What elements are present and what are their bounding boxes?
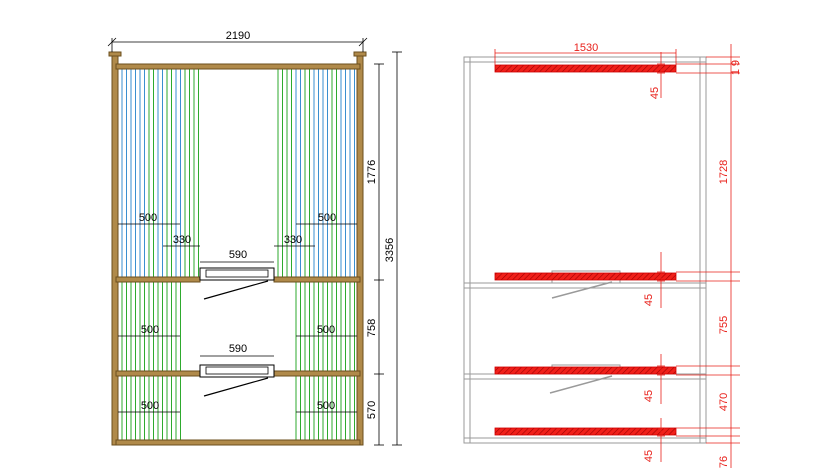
upper-right-width-label: 500 [318, 212, 336, 224]
middle-right-width-label: 500 [317, 324, 335, 336]
lower-right-batten-2 [304, 375, 310, 441]
right-upper-door-swing [551, 281, 613, 299]
upper-left-batten-3 [139, 68, 145, 278]
middle-door-swing [203, 377, 269, 397]
left-post [111, 51, 119, 446]
overall-height-label: 3356 [384, 238, 396, 262]
red-bar-3 [494, 366, 677, 375]
middle-left-width-label: 500 [141, 324, 159, 336]
upper-left-beam [115, 276, 201, 283]
middle-left-batten-1 [121, 281, 127, 372]
middle-left-beam [115, 370, 201, 377]
right-post-cap [353, 51, 367, 57]
top-beam [115, 63, 361, 70]
upper-left-batten-1 [121, 68, 127, 278]
upper-door-label: 590 [229, 249, 247, 261]
lower-left-width-label: 500 [141, 400, 159, 412]
middle-right-batten-7 [349, 281, 355, 372]
red-dimensions [494, 44, 740, 468]
red-bar-4 [494, 427, 677, 436]
middle-right-batten-1 [295, 281, 301, 372]
right-frame [463, 56, 707, 444]
bar-length-label: 1530 [574, 42, 598, 54]
upper-right-batten-6 [322, 68, 328, 278]
middle-door-frame [199, 364, 275, 378]
right-section: 1530 9 1 45 45 45 45 1728 755 470 76 [463, 42, 742, 468]
middle-left-batten-7 [175, 281, 181, 372]
overall-width-label: 2190 [226, 30, 250, 42]
overall-width-dimension [107, 37, 368, 52]
middle-left-batten-6 [166, 281, 172, 372]
interior-dimensions [118, 223, 357, 413]
bar-thickness-2-label: 45 [643, 294, 655, 306]
left-post-cap [108, 51, 122, 57]
spacing-2-label: 755 [718, 316, 730, 334]
upper-door-swing [203, 280, 269, 300]
spacing-1-label: 1728 [718, 160, 730, 184]
lower-right-batten-6 [340, 375, 346, 441]
right-post [356, 51, 364, 446]
middle-right-batten-2 [304, 281, 310, 372]
upper-left-batten-5 [157, 68, 163, 278]
upper-height-label: 1776 [366, 160, 378, 184]
red-bar-1 [494, 64, 677, 73]
lower-right-batten-7 [349, 375, 355, 441]
vertical-dimensions [374, 51, 402, 446]
bottom-beam [115, 439, 361, 446]
spacing-3-label: 470 [718, 393, 730, 411]
lower-left-batten-6 [166, 375, 172, 441]
lower-left-batten-1 [121, 375, 127, 441]
upper-door-frame [199, 267, 275, 281]
left-elevation: 2190 1776 3356 758 570 [107, 30, 402, 446]
upper-right-beam [273, 276, 361, 283]
lower-height-label: 570 [366, 401, 378, 419]
bar-thickness-3-label: 45 [643, 390, 655, 402]
upper-right-batten-8 [340, 68, 346, 278]
lower-right-width-label: 500 [317, 400, 335, 412]
upper-left-batten-4 [148, 68, 154, 278]
bar-thickness-4-label: 45 [643, 450, 655, 462]
middle-right-beam [273, 370, 361, 377]
upper-right-batten-7 [331, 68, 337, 278]
upper-right-batten-9 [349, 68, 355, 278]
middle-right-batten-6 [340, 281, 346, 372]
bottom-offset-label: 76 [718, 456, 730, 468]
right-middle-door-swing [549, 375, 613, 394]
upper-door-leaf [205, 269, 269, 278]
top-offset-a-label: 9 [730, 60, 742, 66]
middle-door-label: 590 [229, 343, 247, 355]
middle-left-batten-2 [130, 281, 136, 372]
upper-left-width-label: 500 [139, 212, 157, 224]
middle-door-leaf [205, 366, 269, 375]
upper-left-inner-label: 330 [173, 234, 191, 246]
lower-left-batten-2 [130, 375, 136, 441]
bar-thickness-1-label: 45 [649, 87, 661, 99]
middle-height-label: 758 [366, 319, 378, 337]
upper-right-inner-label: 330 [284, 234, 302, 246]
lower-right-batten-1 [295, 375, 301, 441]
lower-left-batten-7 [175, 375, 181, 441]
top-offset-b-label: 1 [730, 69, 742, 75]
red-bar-2 [494, 272, 677, 281]
upper-left-batten-2 [130, 68, 136, 278]
